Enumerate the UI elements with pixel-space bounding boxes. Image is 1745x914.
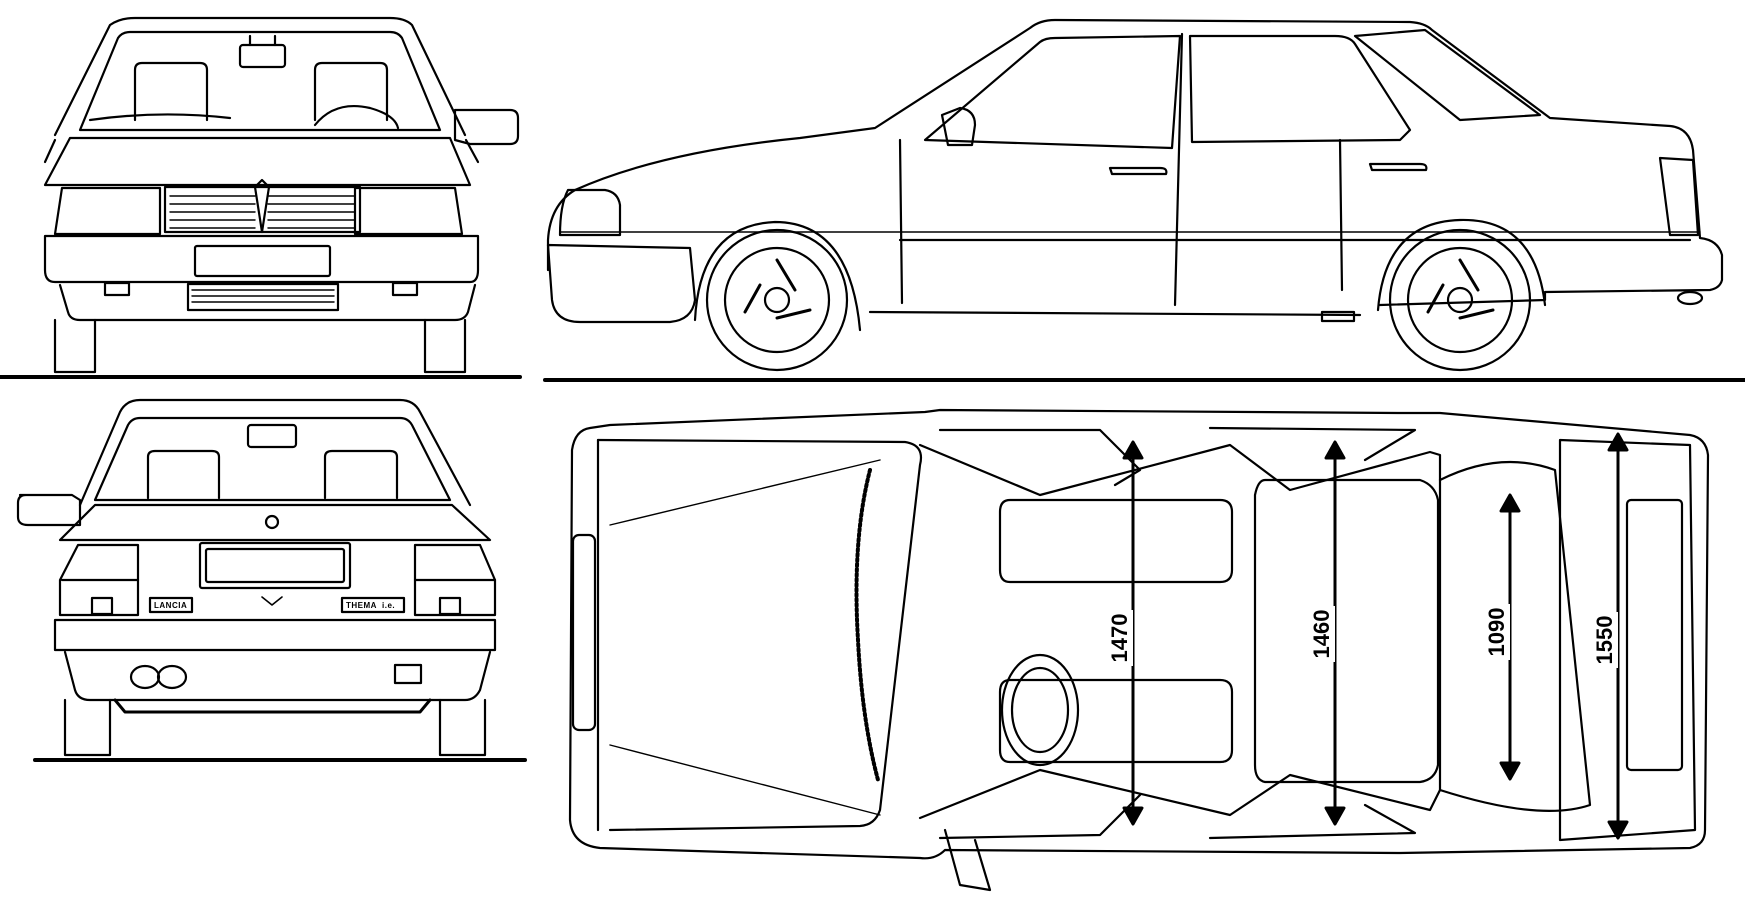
side-view xyxy=(546,18,1724,372)
rear-badge-thema-text: THEMA xyxy=(346,601,377,610)
dim-label-overall-width: 1550 xyxy=(1592,616,1617,665)
rear-badge-lancia xyxy=(148,596,194,614)
dim-label-rear-seat-width: 1460 xyxy=(1309,610,1334,659)
rear-view: LANCIA THEMA i.e. xyxy=(16,398,497,757)
dim-label-front-seat-width: 1470 xyxy=(1107,614,1132,663)
rear-badge-lancia-text: LANCIA xyxy=(154,601,187,610)
rear-badge-thema xyxy=(340,596,406,614)
top-view: 1470 1460 1090 1550 xyxy=(568,408,1710,892)
rear-badge-engine-text: i.e. xyxy=(382,601,395,610)
dim-label-trunk-width: 1090 xyxy=(1484,608,1509,657)
front-view xyxy=(43,16,520,374)
